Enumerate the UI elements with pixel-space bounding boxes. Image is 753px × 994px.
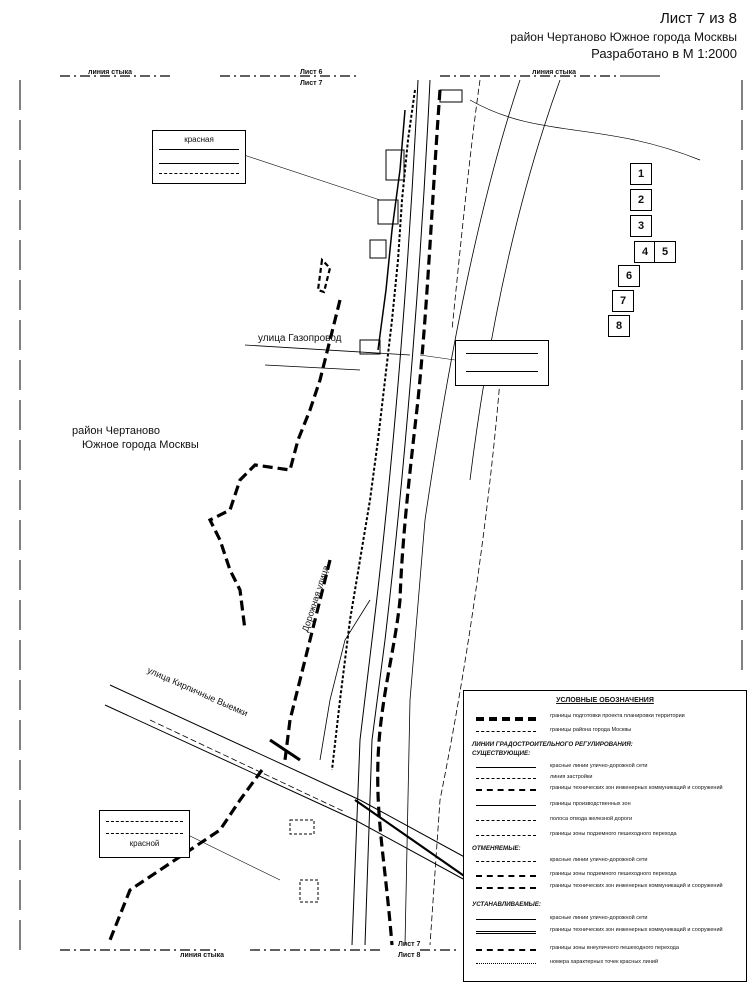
legend-item: полоса отвода железной дороги (472, 816, 742, 826)
index-cell-7: 7 (612, 290, 634, 312)
legend-item: границы района города Москвы (472, 727, 742, 737)
legend: УСЛОВНЫЕ ОБОЗНАЧЕНИЯ границы подготовки … (463, 690, 747, 982)
index-cell-4: 4 (634, 241, 656, 263)
seam-label-top-left: линия стыка (88, 69, 133, 76)
legend-item: границы подготовки проекта планировки те… (472, 713, 742, 723)
legend-section-established: УСТАНАВЛИВАЕМЫЕ: (472, 901, 541, 908)
legend-section-cancelled: ОТМЕНЯЕМЫЕ: (472, 845, 521, 852)
callout-bottom: красной (99, 810, 190, 858)
callout-right (455, 340, 549, 386)
bottom-sheet-above: Лист 7 (398, 941, 421, 948)
legend-item: границы зоны подземного пешеходного пере… (472, 831, 742, 841)
callout-bottom-word: красной (129, 839, 160, 848)
legend-item: номера характерных точек красных линий (472, 959, 742, 969)
index-cell-2: 2 (630, 189, 652, 211)
legend-item: границы зоны внеуличного пешеходного пер… (472, 945, 742, 955)
scale-note: Разработано в М 1:2000 (591, 46, 737, 61)
index-cell-6: 6 (618, 265, 640, 287)
district-title: район Чертаново Южное города Москвы (510, 30, 737, 44)
top-sheet-below: Лист 7 (300, 80, 323, 87)
seam-label-bottom: линия стыка (180, 952, 225, 959)
legend-item: красные линии улично-дорожной сети (472, 763, 742, 773)
seam-label-top-right: линия стыка (532, 69, 577, 76)
index-cell-8: 8 (608, 315, 630, 337)
legend-item: красные линии улично-дорожной сети (472, 857, 742, 867)
legend-item: границы производственных зон (472, 801, 742, 811)
callout-top-word: красная (184, 135, 214, 144)
sheet-number: Лист 7 из 8 (659, 10, 737, 27)
callout-top: красная (152, 130, 246, 184)
legend-heading: УСЛОВНЫЕ ОБОЗНАЧЕНИЯ (556, 697, 654, 704)
legend-item: границы технических зон инженерных комму… (472, 927, 742, 941)
legend-item: красные линии улично-дорожной сети (472, 915, 742, 925)
bottom-sheet-below: Лист 8 (398, 952, 421, 959)
district-label-line2: Южное города Москвы (82, 439, 199, 451)
legend-section-existing: СУЩЕСТВУЮЩИЕ: (472, 750, 531, 757)
legend-item: линия застройки (472, 774, 742, 784)
district-label-line1: район Чертаново (72, 425, 161, 437)
index-cell-3: 3 (630, 215, 652, 237)
index-cell-5: 5 (654, 241, 676, 263)
street-gazoprovod: улица Газопровод (258, 333, 342, 344)
index-cell-1: 1 (630, 163, 652, 185)
legend-item: границы технических зон инженерных комму… (472, 883, 742, 897)
top-sheet-above: Лист 6 (300, 69, 323, 76)
legend-item: границы зоны подземного пешеходного пере… (472, 871, 742, 881)
legend-item: границы технических зон инженерных комму… (472, 785, 742, 799)
legend-section-lines: ЛИНИИ ГРАДОСТРОИТЕЛЬНОГО РЕГУЛИРОВАНИЯ: (472, 741, 633, 748)
